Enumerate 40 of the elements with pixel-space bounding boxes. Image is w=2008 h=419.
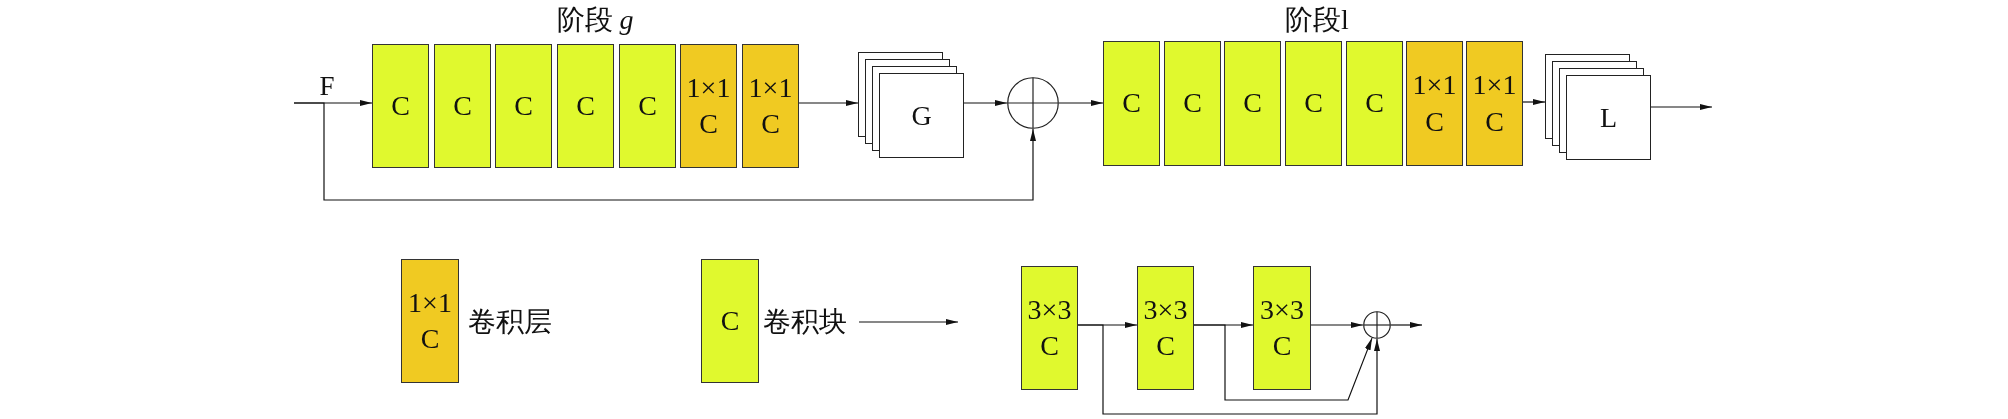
arrow — [1310, 322, 1364, 328]
conv-block: 3×3 C — [1021, 266, 1078, 390]
arrow — [963, 100, 1008, 106]
conv-block: C — [1224, 41, 1281, 166]
map-label: G — [911, 101, 932, 130]
conv-block: 3×3 C — [1253, 266, 1311, 390]
conv-block: C — [557, 44, 614, 168]
conv-layer: 1×1 C — [1466, 41, 1523, 166]
arrow — [798, 100, 859, 106]
arrow — [858, 319, 959, 325]
feature-map-stack — [1545, 54, 1651, 160]
caption-text: 卷积层 — [468, 305, 552, 339]
conv-layer: 1×1 C — [680, 44, 737, 168]
conv-block: 3×3 C — [1137, 266, 1194, 390]
adder-symbol — [1007, 77, 1059, 129]
arrow — [1077, 324, 1380, 415]
arrow — [1390, 322, 1423, 328]
stage-title: 阶段l — [1285, 6, 1349, 34]
conv-block: C — [619, 44, 676, 168]
conv-layer: 1×1 C — [742, 44, 799, 168]
conv-block: C — [372, 44, 429, 168]
conv-block: C — [1346, 41, 1403, 166]
caption-text: 卷积块 — [763, 304, 859, 340]
conv-layer: 1×1 C — [401, 259, 459, 383]
stage-title: 阶段 g — [556, 6, 634, 34]
arrow — [1650, 104, 1713, 110]
conv-block: C — [434, 44, 491, 168]
feature-map-stack — [858, 52, 964, 158]
conv-block: C — [1103, 41, 1160, 166]
map-label: L — [1599, 103, 1618, 132]
arrow — [293, 102, 1036, 201]
adder-symbol — [1363, 311, 1391, 339]
arrow — [1522, 99, 1546, 105]
conv-layer: 1×1 C — [1406, 41, 1463, 166]
conv-block: C — [1164, 41, 1221, 166]
conv-block: C — [701, 259, 759, 383]
conv-block: C — [1285, 41, 1342, 166]
arrow — [1193, 324, 1373, 401]
arrow — [1058, 100, 1104, 106]
conv-block: C — [495, 44, 552, 168]
